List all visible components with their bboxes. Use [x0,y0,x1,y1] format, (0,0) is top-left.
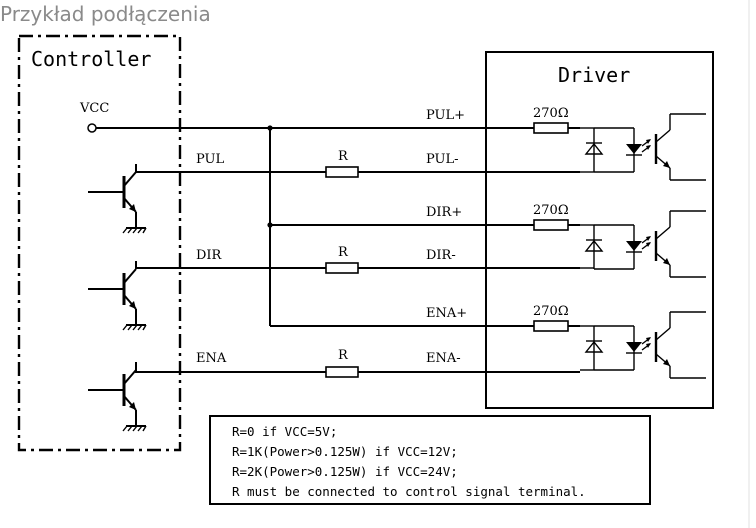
terminal-pul-plus: PUL+ [426,108,465,123]
dir-series-resistor [325,262,359,274]
terminal-pul-minus: PUL- [426,152,459,167]
dir-input-resistor-label: 270Ω [533,203,569,218]
terminal-ena-minus: ENA- [426,351,461,366]
pul-transistor [86,162,148,235]
resistor-notes-box [209,415,651,505]
pul-resistor-label: R [338,149,349,164]
dir-label: DIR [196,248,223,263]
page-heading: Przykład podłączenia [0,2,211,26]
ena-optocoupler [580,310,708,380]
ena-input-resistor [533,320,569,332]
pul-label: PUL [196,152,224,167]
pul-series-resistor [325,166,359,178]
terminal-ena-plus: ENA+ [426,306,467,321]
pul-optocoupler [580,112,708,182]
terminal-dir-minus: DIR- [426,248,456,263]
ena-resistor-label: R [338,348,349,363]
note-line-1: R=0 if VCC=5V; [232,424,337,439]
note-line-4: R must be connected to control signal te… [232,484,586,499]
vcc-terminal [87,123,97,133]
note-line-3: R=2K(Power>0.125W) if VCC=24V; [232,464,458,479]
ena-series-resistor [325,366,359,378]
dir-resistor-label: R [338,245,349,260]
vcc-label: VCC [79,101,109,116]
note-line-2: R=1K(Power>0.125W) if VCC=12V; [232,444,458,459]
ena-minus-wire [135,362,580,373]
pul-input-resistor-label: 270Ω [533,106,569,121]
pul-minus-wire [135,164,580,173]
dir-minus-wire [135,261,580,269]
controller-title: Controller [31,47,151,71]
dir-transistor [86,259,148,332]
driver-title: Driver [558,63,630,87]
dir-input-resistor [533,219,569,231]
dir-optocoupler [580,209,708,279]
pul-input-resistor [533,122,569,134]
ena-input-resistor-label: 270Ω [533,304,569,319]
ena-label: ENA [196,351,227,366]
driver-boundary [485,51,714,409]
page-edge-divider [748,0,750,528]
controller-boundary [17,34,182,452]
terminal-dir-plus: DIR+ [426,205,462,220]
